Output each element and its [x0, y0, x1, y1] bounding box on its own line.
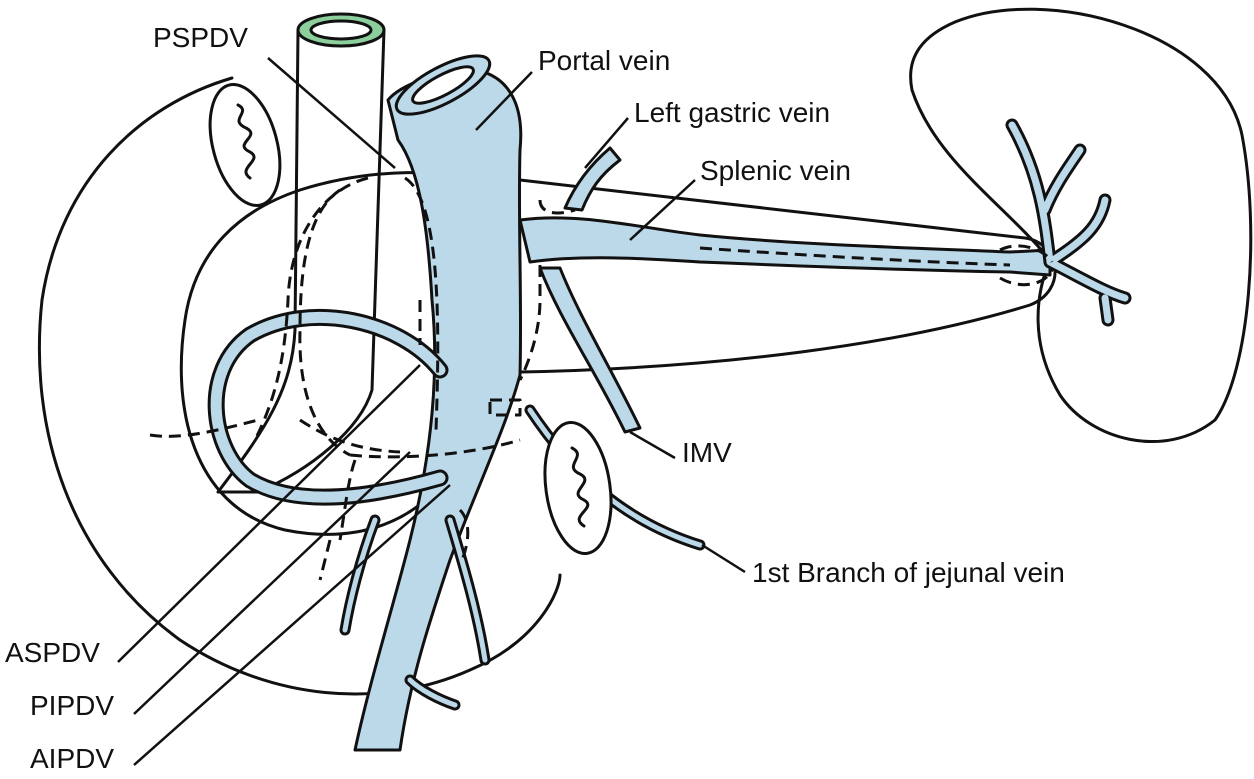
leader-splenic: [629, 179, 696, 241]
label-pspdv: PSPDV: [153, 22, 248, 53]
leader-pspdv: [267, 57, 396, 169]
jejunum-cut-lower: [543, 420, 613, 556]
label-left-gastric-vein: Left gastric vein: [634, 97, 830, 128]
label-pipdv: PIPDV: [30, 690, 114, 721]
spleen: [909, 7, 1253, 443]
leader-portal-vein: [475, 71, 533, 131]
imv-vessel: [538, 266, 642, 434]
leader-imv: [629, 430, 676, 460]
left-gastric-vein-vessel: [563, 146, 622, 212]
leader-jejunal: [701, 543, 746, 574]
splenic-vein: [518, 216, 1052, 277]
label-first-branch-jejunal-vein: 1st Branch of jejunal vein: [752, 557, 1065, 588]
leader-aspdv: [117, 364, 421, 663]
label-aspdv: ASPDV: [5, 637, 100, 668]
leader-left-gastric: [584, 117, 629, 169]
leader-aipdv: [133, 484, 451, 766]
label-portal-vein: Portal vein: [538, 45, 670, 76]
label-imv: IMV: [682, 437, 732, 468]
leader-pipdv: [133, 451, 411, 715]
green-vessel: [216, 28, 386, 494]
label-splenic-vein: Splenic vein: [700, 155, 851, 186]
pancreas: [179, 171, 1057, 536]
hidden-vessels-dashed: [149, 176, 1054, 581]
label-aipdv: AIPDV: [30, 743, 114, 774]
